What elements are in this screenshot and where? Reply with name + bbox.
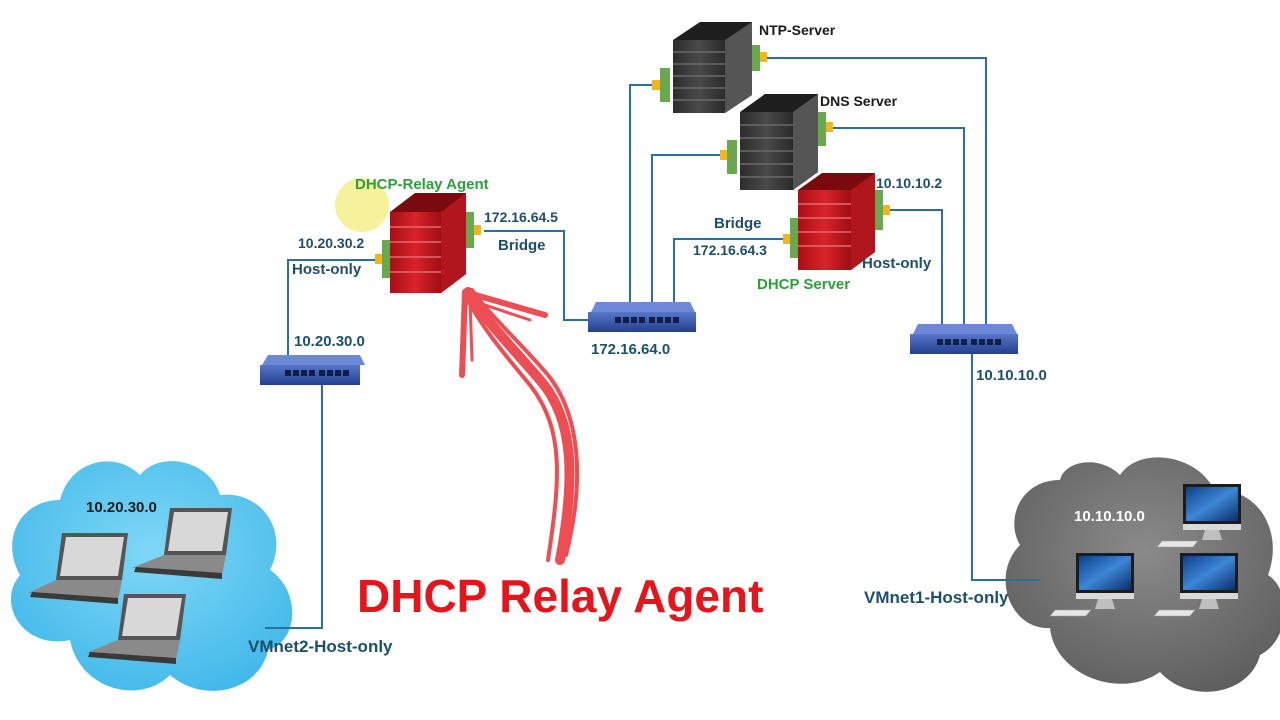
laptop-icon xyxy=(86,594,186,664)
right-switch xyxy=(910,324,1018,354)
middle-switch-network-label: 172.16.64.0 xyxy=(591,341,670,358)
switch-icon xyxy=(260,355,365,385)
right-switch-network-label: 10.10.10.0 xyxy=(976,367,1047,384)
wires xyxy=(265,57,1040,629)
vmnet2-label: VMnet2-Host-only xyxy=(248,637,393,656)
dhcp-relay-agent xyxy=(335,178,481,293)
arrow-icon xyxy=(459,287,580,565)
relay-lan-ip-label: 10.20.30.2 xyxy=(298,235,364,251)
imac-icon xyxy=(1156,484,1241,548)
dhcp-bridge-mode-label: Bridge xyxy=(714,215,762,232)
left-switch-network-label: 10.20.30.0 xyxy=(294,333,365,350)
laptop-icon xyxy=(132,508,232,579)
left-switch xyxy=(260,355,365,385)
server-icon xyxy=(375,193,481,293)
dhcp-host-ip-label: 10.10.10.2 xyxy=(876,175,942,191)
ntp-server-label: NTP-Server xyxy=(759,22,836,38)
dns-server xyxy=(720,94,833,190)
imac-1 xyxy=(1156,484,1241,548)
ntp-server xyxy=(652,22,767,113)
vmnet1-label: VMnet1-Host-only xyxy=(864,588,1009,607)
laptop-3 xyxy=(86,594,186,664)
imac-icon xyxy=(1049,553,1134,617)
dhcp-relay-agent-label: DHCP-Relay Agent xyxy=(355,176,489,193)
dhcp-host-mode-label: Host-only xyxy=(862,255,932,272)
relay-lan-mode-label: Host-only xyxy=(292,261,362,278)
switch-icon xyxy=(588,302,696,332)
dhcp-server-label: DHCP Server xyxy=(757,276,850,293)
diagram-title: DHCP Relay Agent xyxy=(357,570,763,622)
imac-2 xyxy=(1049,553,1134,617)
server-icon xyxy=(720,94,833,190)
relay-wan-ip-label: 172.16.64.5 xyxy=(484,209,558,225)
dhcp-bridge-ip-label: 172.16.64.3 xyxy=(693,242,767,258)
dns-server-label: DNS Server xyxy=(820,93,898,109)
laptop-2 xyxy=(132,508,232,579)
switch-icon xyxy=(910,324,1018,354)
imac-icon xyxy=(1153,553,1238,617)
dhcp-server xyxy=(783,173,890,270)
server-icon xyxy=(652,22,767,113)
laptop-icon xyxy=(28,533,128,604)
server-icon xyxy=(783,173,890,270)
left-cloud-network-label: 10.20.30.0 xyxy=(86,499,157,516)
highlight-marker xyxy=(335,178,389,232)
imac-3 xyxy=(1153,553,1238,617)
middle-switch xyxy=(588,302,696,332)
laptop-1 xyxy=(28,533,128,604)
right-cloud-network-label: 10.10.10.0 xyxy=(1074,508,1145,525)
relay-wan-mode-label: Bridge xyxy=(498,237,546,254)
